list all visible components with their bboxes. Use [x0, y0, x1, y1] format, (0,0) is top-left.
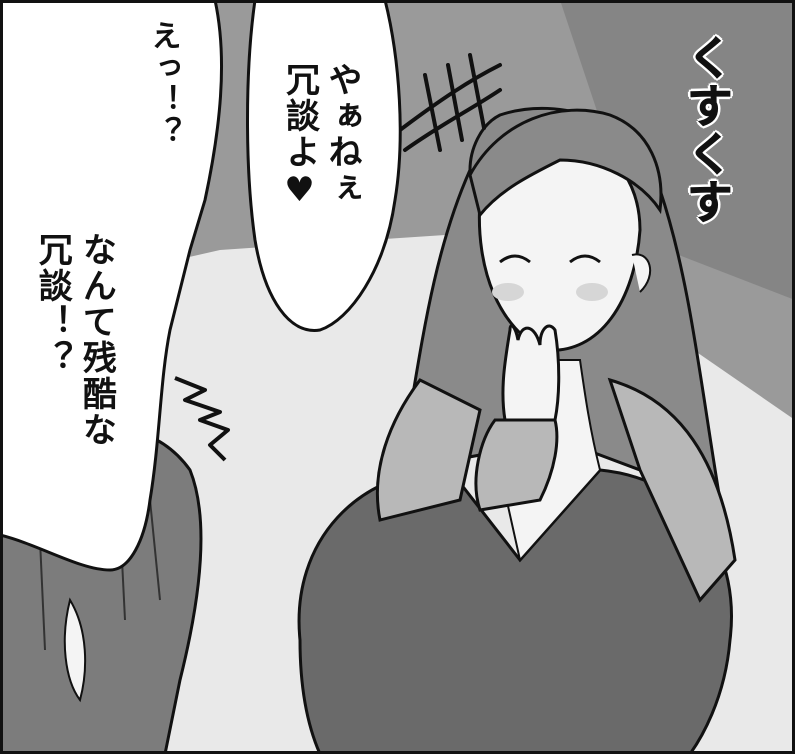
- speech-top-text: やぁねぇ 冗談よ♥: [278, 62, 363, 212]
- foreground-character-highlight: [63, 597, 87, 703]
- woman-ear: [631, 253, 651, 293]
- giggle-hash-marks: [398, 53, 502, 152]
- speech-top-line: やぁねぇ 冗談よ: [279, 62, 363, 206]
- woman-eye-left: [499, 254, 531, 264]
- woman-eye-right: [569, 254, 601, 264]
- shock-mark: [174, 376, 230, 462]
- woman-cardigan-left: [375, 378, 482, 522]
- speech-left-line-a: えっ！？: [145, 20, 181, 148]
- background-shadow: [560, 0, 795, 300]
- woman-hand: [501, 324, 561, 422]
- woman-blush-right: [576, 283, 608, 301]
- woman-blush-left: [492, 283, 524, 301]
- woman-hair-fringe: [468, 108, 663, 219]
- speech-left-line-b: なんて残酷な 冗談！？: [32, 232, 117, 448]
- speech-bubble-left: [0, 0, 224, 572]
- woman-cardigan-right: [607, 377, 737, 603]
- speech-bubble-top: [246, 0, 402, 332]
- woman-sleeve: [474, 418, 559, 512]
- sfx-giggle: くすくす: [680, 34, 735, 227]
- heart-icon: ♥: [279, 170, 320, 212]
